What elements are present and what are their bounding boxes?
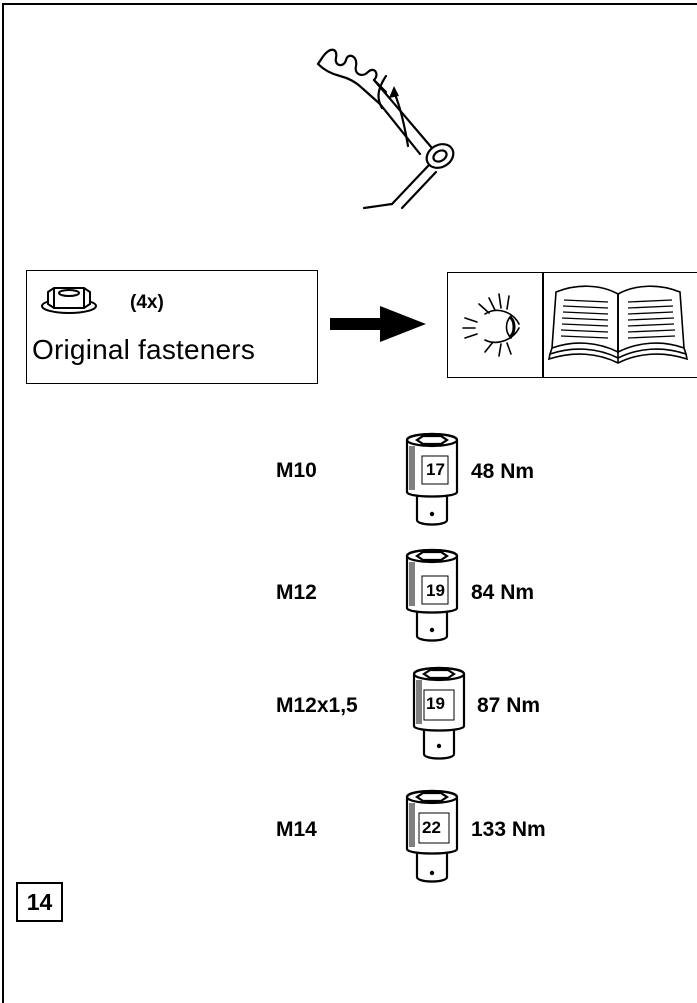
- right-arrow-icon: [330, 306, 426, 342]
- eye-icon: [462, 293, 520, 357]
- hex-nut-icon: [41, 287, 97, 314]
- fastener-label: Original fasteners: [32, 334, 256, 365]
- thread-size-m10: M10: [276, 459, 317, 482]
- torque-48-nm: 48 Nm: [471, 460, 535, 483]
- socket-icon: [405, 789, 459, 883]
- reference-divider: [542, 273, 544, 377]
- torque-wrench-illustration: [316, 48, 455, 210]
- page-frame: [2, 3, 697, 1003]
- torque-87-nm: 87 Nm: [477, 694, 541, 717]
- fastener-quantity: (4x): [130, 292, 164, 313]
- socket-icon: [405, 548, 459, 642]
- reference-box: [447, 272, 697, 378]
- socket-size-19-fine: 19: [426, 694, 445, 713]
- socket-size-19: 19: [426, 581, 445, 600]
- torque-84-nm: 84 Nm: [471, 581, 535, 604]
- torque-133-nm: 133 Nm: [471, 818, 546, 841]
- thread-size-m12: M12: [276, 581, 317, 604]
- thread-size-m12x15: M12x1,5: [276, 694, 358, 717]
- page-number: 14: [16, 882, 63, 922]
- fastener-box: [26, 270, 318, 384]
- book-icon: [548, 285, 688, 364]
- thread-size-m14: M14: [276, 818, 317, 841]
- socket-size-22: 22: [422, 818, 441, 837]
- socket-size-17: 17: [426, 460, 445, 479]
- socket-icon: [405, 432, 459, 526]
- socket-icon: [412, 666, 466, 760]
